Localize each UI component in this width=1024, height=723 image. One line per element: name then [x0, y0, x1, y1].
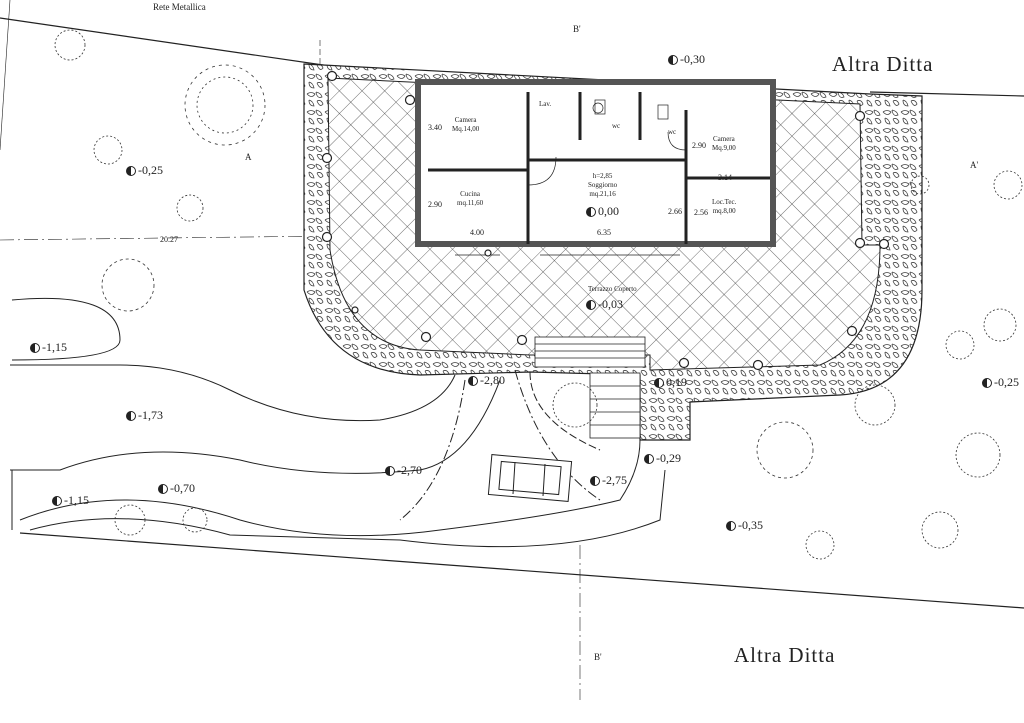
dim-2-90-b: 2.90	[692, 141, 706, 150]
elevation-marker-icon	[644, 454, 654, 465]
elevation-ramp-top: -2,80	[468, 373, 505, 388]
elevation-lawn-right: -0,35	[726, 518, 763, 533]
elevation-left-low: -1,15	[52, 493, 89, 508]
elevation-stair-right: 0,19	[654, 375, 687, 390]
elevation-marker-icon	[468, 376, 478, 387]
section-mark-a-right: A'	[970, 160, 979, 170]
dim-2-66: 2.66	[668, 207, 682, 216]
room-loc-tec: Loc.Tec.mq.8,00	[712, 198, 737, 215]
dim-3-14: 3.14	[718, 173, 732, 182]
columns	[321, 70, 890, 371]
dim-6-35: 6.35	[597, 228, 611, 237]
elevation-marker-icon	[126, 166, 136, 177]
elevation-marker-icon	[726, 521, 736, 532]
elevation-living: 0,00	[586, 204, 619, 219]
elevation-marker-icon	[668, 55, 678, 66]
elevation-marker-icon	[126, 411, 136, 422]
elevation-marker-icon	[654, 378, 664, 389]
elevation-drive-upper: -1,73	[126, 408, 163, 423]
dim-3-40: 3.40	[428, 123, 442, 132]
elevation-marker-icon	[590, 476, 600, 487]
elevation-marker-icon	[30, 343, 40, 354]
elevation-stair-bottom: -0,29	[644, 451, 681, 466]
section-mark-b-bottom: B'	[594, 652, 602, 662]
parked-car	[487, 454, 573, 502]
elevation-marker-icon	[385, 466, 395, 477]
fence-label: Rete Metallica	[153, 2, 206, 12]
elevation-marker-icon	[586, 207, 596, 218]
elevation-right: -0,25	[982, 375, 1019, 390]
elevation-top: -0,30	[668, 52, 705, 67]
elevation-car: -2,75	[590, 473, 627, 488]
entrance-steps	[534, 336, 646, 439]
neighbor-top-label: Altra Ditta	[832, 52, 934, 76]
elevation-terrace: -0,03	[586, 297, 623, 312]
section-mark-b-top: B'	[573, 24, 581, 34]
property-boundaries	[0, 0, 1024, 700]
driveway	[10, 297, 666, 548]
vegetation	[54, 29, 1023, 560]
neighbor-bottom-label: Altra Ditta	[734, 643, 836, 667]
room-wc-1: wc	[612, 122, 621, 130]
room-lav: Lav.	[539, 100, 552, 108]
elevation-marker-icon	[52, 496, 62, 507]
elevation-marker-icon	[982, 378, 992, 389]
dim-20-27: 20.27	[160, 235, 178, 244]
house	[415, 79, 776, 256]
dim-2-90-a: 2.90	[428, 200, 442, 209]
elevation-drive-lower: -0,70	[158, 481, 195, 496]
elevation-marker-icon	[586, 300, 596, 311]
room-wc-2: wc	[668, 128, 677, 136]
elevation-marker-icon	[158, 484, 168, 495]
elevation-ramp-mid: -2,70	[385, 463, 422, 478]
room-terrazzo: Terrazzo Coperto	[588, 285, 637, 293]
dim-4-00: 4.00	[470, 228, 484, 237]
elevation-left-upper: -0,25	[126, 163, 163, 178]
section-mark-a-left: A	[245, 152, 252, 162]
dim-2-56: 2.56	[694, 208, 708, 217]
elevation-left-mid: -1,15	[30, 340, 67, 355]
